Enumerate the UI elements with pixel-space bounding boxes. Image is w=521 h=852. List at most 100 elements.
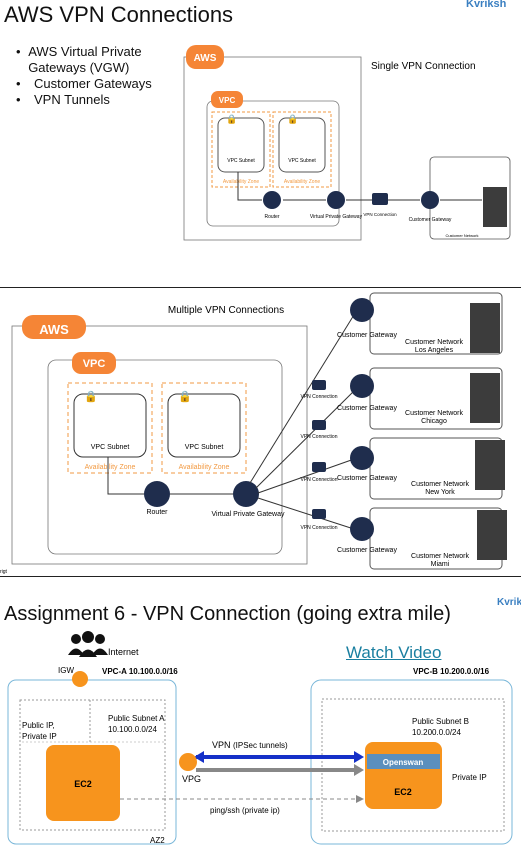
cnet-label: Customer Network xyxy=(445,233,478,238)
server-icon xyxy=(483,187,507,227)
cnet-label: Customer Network xyxy=(411,481,469,488)
city-label: Chicago xyxy=(421,418,447,425)
vpc-label: VPC xyxy=(83,358,106,370)
ec2-label: EC2 xyxy=(74,779,92,789)
vpn-label: VPN Connection xyxy=(363,212,397,217)
slide-divider xyxy=(0,576,521,577)
watch-video-link[interactable]: Watch Video xyxy=(346,643,442,662)
subnet-label: VPC Subnet xyxy=(91,444,130,451)
cnet-label: Customer Network xyxy=(411,553,469,560)
igw-icon xyxy=(72,671,88,687)
openswan-box xyxy=(367,754,440,769)
ec2-instance xyxy=(46,745,120,821)
vgw-label: Virtual Private Gateway xyxy=(211,511,285,518)
bullet-item: VPN Tunnels xyxy=(34,92,110,107)
subnet-a-label: 10.100.0.0/24 xyxy=(108,725,157,734)
vgw-icon xyxy=(233,481,259,507)
city-label: Miami xyxy=(431,561,450,568)
vpg-lock-icon xyxy=(179,753,197,771)
subnet-b-label: Public Subnet B xyxy=(412,717,469,726)
aws-label: AWS xyxy=(194,53,217,64)
slide3-brand-logo: Kvrik xyxy=(497,597,521,608)
pub-priv-label: Public IP, xyxy=(22,721,55,730)
bullet-item: Customer Gateways xyxy=(34,76,152,91)
single-vpn-title: Single VPN Connection xyxy=(371,61,476,72)
cgw-label: Customer Gateway xyxy=(337,547,397,554)
cgw-label: Customer Gateway xyxy=(337,332,397,339)
slide-divider xyxy=(0,287,521,288)
customer-gateway-icon xyxy=(350,446,374,470)
az2-label: AZ2 xyxy=(150,836,165,845)
cnet-label: Customer Network xyxy=(405,410,463,417)
aws-cloud-icon xyxy=(186,45,224,69)
slide1-brand-logo: Kvriksh xyxy=(466,0,507,10)
az-label: Availability Zone xyxy=(85,464,136,471)
az-label: Availability Zone xyxy=(223,179,260,185)
customer-gateway-icon xyxy=(350,298,374,322)
server-icon xyxy=(477,510,507,560)
cnet-label: Customer Network xyxy=(405,339,463,346)
customer-gateway-icon xyxy=(421,191,439,209)
ping-label: ping/ssh (private ip) xyxy=(210,806,280,815)
lock-icon: 🔒 xyxy=(84,390,98,403)
ec2-label: EC2 xyxy=(394,787,412,797)
internet-label: Internet xyxy=(108,647,139,657)
cgw-label: Customer Gateway xyxy=(337,475,397,482)
slide1-bullet-list: •AWS Virtual Private Gateways (VGW) •Cus… xyxy=(16,44,176,108)
router-label: Router xyxy=(146,509,168,516)
vpg-label: VPG xyxy=(182,774,201,784)
cgw-label: Customer Gateway xyxy=(409,217,452,223)
vpn-label: VPN Connection xyxy=(301,394,338,400)
single-vpn-diagram: AWS VPC 🔒 🔒 VPC Subnet VPC Subnet Availa… xyxy=(183,45,511,241)
subnet-label: VPC Subnet xyxy=(288,158,316,164)
openswan-label: Openswan xyxy=(383,758,424,767)
customer-gateway-icon xyxy=(350,374,374,398)
vpc-a-label: VPC-A 10.100.0.0/16 xyxy=(102,667,178,676)
vpn-label: VPN xyxy=(212,740,231,750)
vpn-lock-icon xyxy=(372,193,388,205)
subnet-b-label: 10.200.0.0/24 xyxy=(412,728,461,737)
subnet-label: VPC Subnet xyxy=(185,444,224,451)
igw-label: IGW xyxy=(58,666,74,675)
vpn-label: VPN Connection xyxy=(301,477,338,483)
vpn-lock-icon xyxy=(312,509,326,519)
vpn-label: VPN Connection xyxy=(301,434,338,440)
aws-cloud-icon xyxy=(22,315,86,339)
city-label: Los Angeles xyxy=(415,347,454,354)
bullet-item: AWS Virtual Private Gateways (VGW) xyxy=(28,44,142,75)
ec2-instance xyxy=(365,742,442,809)
vpn-lock-icon xyxy=(312,420,326,430)
vpc-label: VPC xyxy=(219,96,236,105)
router-label: Router xyxy=(264,214,279,220)
vpn-detail-label: (IPSec tunnels) xyxy=(233,741,288,750)
aws-label: AWS xyxy=(39,322,69,337)
footer-fragment: rigt xyxy=(0,569,8,575)
subnet-a-label: Public Subnet A xyxy=(108,714,165,723)
server-icon xyxy=(470,373,500,423)
az-label: Availability Zone xyxy=(284,179,321,185)
subnet-label: VPC Subnet xyxy=(227,158,255,164)
vgw-icon xyxy=(327,191,345,209)
vpc-cloud-icon xyxy=(211,91,243,108)
multiple-vpn-title: Multiple VPN Connections xyxy=(168,305,284,316)
slide3-title: Assignment 6 - VPN Connection (going ext… xyxy=(4,603,451,625)
pub-priv-label: Private IP xyxy=(22,732,57,741)
vpc-b-label: VPC-B 10.200.0.0/16 xyxy=(413,667,490,676)
vpn-label: VPN Connection xyxy=(301,525,338,531)
private-ip-label: Private IP xyxy=(452,773,487,782)
users-icon xyxy=(68,631,108,657)
cgw-label: Customer Gateway xyxy=(337,405,397,412)
az-label: Availability Zone xyxy=(179,464,230,471)
lock-icon: 🔒 xyxy=(287,114,298,124)
slide1-title: AWS VPN Connections xyxy=(4,2,234,27)
router-icon xyxy=(144,481,170,507)
server-icon xyxy=(470,303,500,353)
lock-icon: 🔒 xyxy=(226,114,237,124)
vgw-label: Virtual Private Gateway xyxy=(310,214,363,220)
router-icon xyxy=(263,191,281,209)
city-label: New York xyxy=(425,489,455,496)
server-icon xyxy=(475,440,505,490)
vpn-lock-icon xyxy=(312,380,326,390)
lock-icon: 🔒 xyxy=(178,390,192,403)
customer-gateway-icon xyxy=(350,517,374,541)
